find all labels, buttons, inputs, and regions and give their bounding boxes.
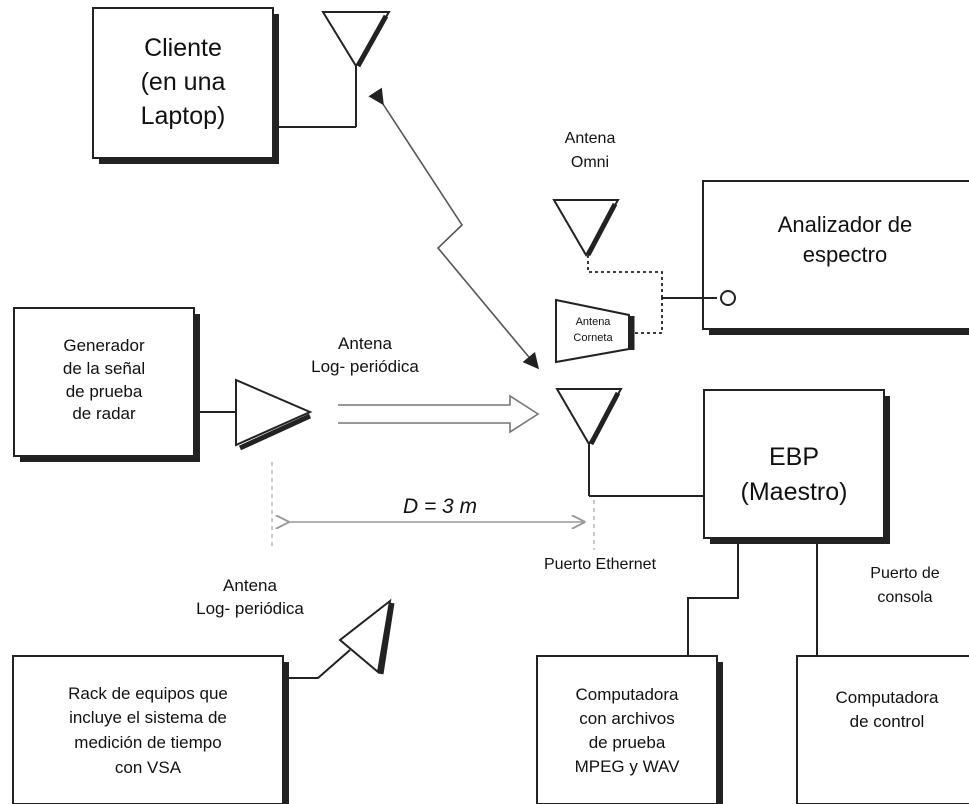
omni-antenna-label: Antena Omni <box>564 130 616 171</box>
wireless-link-arrow <box>368 87 540 370</box>
horn-antenna-label: Antena Corneta <box>573 316 613 344</box>
ebp-box-shape <box>703 389 890 544</box>
test-computer-label: Computadora con archivos de prueba MPEG … <box>574 685 680 776</box>
client-box-shape <box>92 7 279 164</box>
ethernet-wire <box>687 538 739 656</box>
radar-generator-box-shape <box>13 307 200 462</box>
ethernet-port-label: Puerto Ethernet <box>543 556 657 573</box>
log-periodic-bottom-label: Antena Log- periódica <box>196 576 304 618</box>
ebp-antenna-icon <box>555 388 623 496</box>
control-computer-box-shape <box>796 655 969 804</box>
rack-box-shape <box>12 655 289 804</box>
radar-generator-label: Generador de la señal de prueba de radar <box>62 335 146 424</box>
log-periodic-top-label: Antena Log- periódica <box>311 334 419 376</box>
omni-antenna-icon <box>552 199 620 257</box>
transmission-arrow <box>338 394 540 434</box>
log-periodic-antenna-bottom-icon <box>338 598 395 675</box>
rack-connection-line <box>283 649 351 679</box>
rack-label: Rack de equipos que incluye el sistema d… <box>68 683 228 777</box>
analyzer-port-icon <box>720 290 736 306</box>
control-computer-label: Computadora de control <box>835 688 939 731</box>
spectrum-analyzer-label: Analizador de espectro <box>777 212 913 267</box>
ebp-label: EBP (Maestro) <box>740 443 848 506</box>
console-port-label: Puerto de consola <box>870 565 940 606</box>
omni-dotted-line <box>587 255 663 298</box>
horn-dotted-line <box>629 298 663 334</box>
log-periodic-antenna-top-icon <box>235 378 313 451</box>
client-box-label: Cliente (en una Laptop) <box>140 34 226 130</box>
distance-label: D = 3 m <box>402 495 478 518</box>
test-computer-box-shape <box>536 655 723 804</box>
client-antenna-icon <box>321 11 391 127</box>
spectrum-analyzer-box-shape <box>702 180 969 335</box>
